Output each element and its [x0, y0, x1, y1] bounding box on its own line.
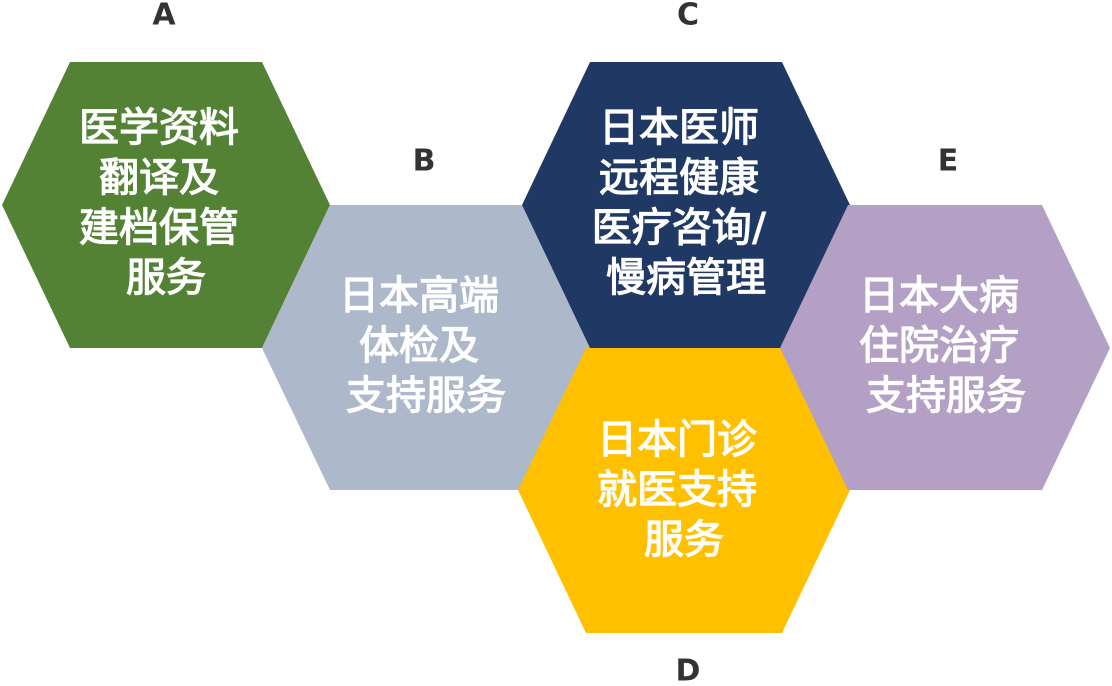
hexagon-d	[518, 348, 850, 633]
service-d: 日本门诊 就医支持 服务	[518, 348, 850, 633]
hexagon-a	[2, 62, 330, 348]
label-c: C	[677, 0, 699, 33]
service-e: 日本大病 住院治疗 支持服务	[780, 205, 1110, 490]
hexagon-d-line-1: 日本门诊	[597, 417, 758, 463]
hexagon-d-line-2: 就医支持	[597, 467, 757, 513]
hexagon-c-line-2: 远程健康	[599, 155, 759, 201]
hexagon-b-line-3: 支持服务	[346, 373, 506, 419]
hexagon-e-text: 日本大病 住院治疗 支持服务	[859, 273, 1033, 419]
hexagon-b-line-1: 日本高端	[339, 273, 499, 319]
hexagon-e-line-2: 住院治疗	[859, 323, 1019, 369]
label-e: E	[938, 144, 959, 179]
hexagon-e-line-1: 日本大病	[859, 273, 1019, 319]
service-c: 日本医师 远程健康 医疗咨询/ 慢病管理	[522, 62, 850, 348]
hexagon-a-line-1: 医学资料	[79, 105, 239, 151]
hexagon-e	[780, 205, 1110, 490]
hexagon-c-line-3: 医疗咨询/	[592, 205, 767, 251]
hexagon-b	[262, 205, 590, 490]
hexagon-a-line-4: 服务	[126, 255, 206, 301]
hexagon-e-line-3: 支持服务	[866, 373, 1026, 419]
hexagon-b-text: 日本高端 体检及 支持服务	[339, 273, 513, 419]
hexagon-d-text: 日本门诊 就医支持 服务	[597, 417, 771, 563]
service-a: 医学资料 翻译及 建档保管 服务	[2, 62, 330, 348]
hexagon-c-text: 日本医师 远程健康 医疗咨询/ 慢病管理	[592, 105, 781, 301]
hexagon-c-line-4: 慢病管理	[606, 255, 766, 301]
hexagon-c	[522, 62, 850, 348]
hexagon-a-text: 医学资料 翻译及 建档保管 服务	[79, 105, 253, 301]
service-b: 日本高端 体检及 支持服务	[262, 205, 590, 490]
label-d: D	[676, 654, 701, 686]
hexagon-c-line-1: 日本医师	[599, 105, 759, 151]
hexagon-a-line-2: 翻译及	[99, 155, 219, 201]
hexagon-a-line-3: 建档保管	[79, 205, 239, 251]
hexagon-d-line-3: 服务	[644, 517, 724, 563]
label-b: B	[413, 144, 436, 179]
label-a: A	[152, 0, 176, 33]
hexagon-b-line-2: 体检及	[359, 323, 479, 369]
